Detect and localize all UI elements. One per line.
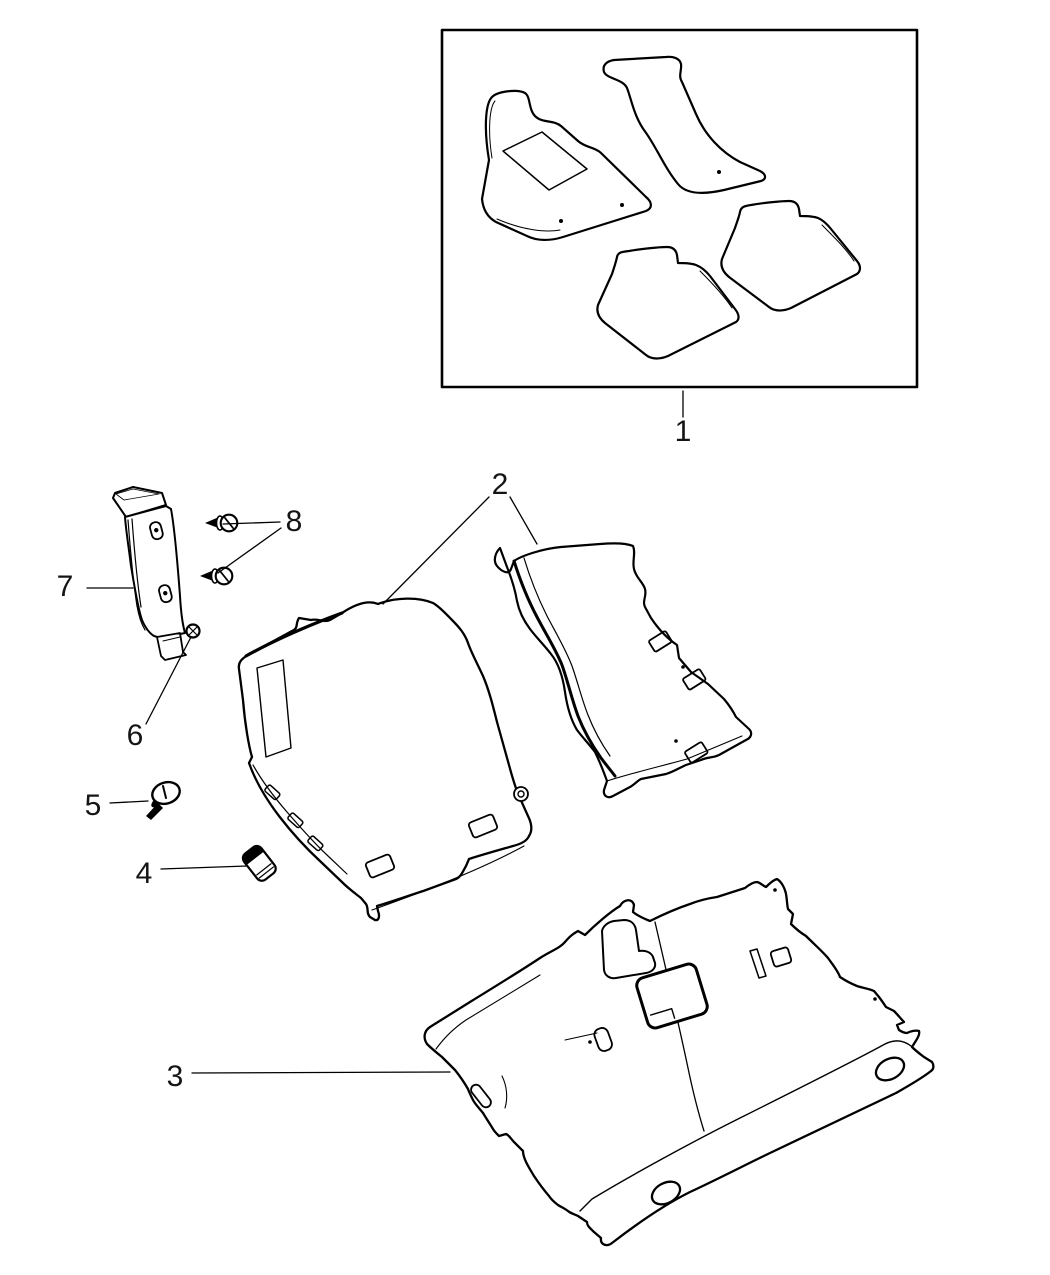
bracket-hole-upper [149, 521, 164, 541]
part-6-nut [185, 623, 201, 639]
part-8-screw-upper [203, 513, 239, 533]
callout-layer: 1 2 3 4 5 6 7 8 [57, 390, 692, 1093]
leader-line-part-3 [191, 1071, 451, 1074]
leader-line-part-4 [160, 865, 248, 870]
part-1-floor-mat-kit [440, 28, 919, 389]
leader-line-part-8 [222, 521, 281, 525]
carpet-pad-hatched [256, 659, 292, 758]
part-5-push-pin [146, 780, 181, 820]
callout-label-5: 5 [85, 789, 102, 822]
callout-label-4: 4 [136, 857, 153, 890]
leader-line-part-5 [109, 800, 149, 804]
callout-label-6: 6 [127, 719, 144, 752]
part-7-footrest-bracket [112, 486, 187, 661]
callout-label-8: 8 [286, 505, 303, 538]
front-passenger-mat [602, 55, 767, 195]
front-driver-mat [480, 89, 652, 241]
callout-label-7: 7 [57, 570, 74, 603]
callout-label-2: 2 [492, 468, 509, 501]
leader-line-part-6 [145, 636, 192, 725]
callout-label-3: 3 [167, 1060, 184, 1093]
heel-pad-hatched [502, 131, 588, 191]
rear-left-mat [596, 245, 740, 360]
part-2-front-carpet-left [237, 597, 533, 922]
bracket-hole-lower [158, 584, 173, 604]
part-8-screw-lower [198, 566, 234, 586]
rear-right-mat [720, 199, 862, 312]
callout-label-1: 1 [675, 415, 692, 448]
leader-line-part-8 [217, 527, 282, 574]
part-2-front-carpet-right [493, 542, 753, 799]
leader-line-part-2 [382, 496, 490, 605]
part-4-retainer-clip [241, 844, 277, 882]
accessory-box [440, 28, 919, 389]
leader-line-part-2 [509, 496, 538, 545]
part-3-rear-carpet [423, 877, 935, 1247]
